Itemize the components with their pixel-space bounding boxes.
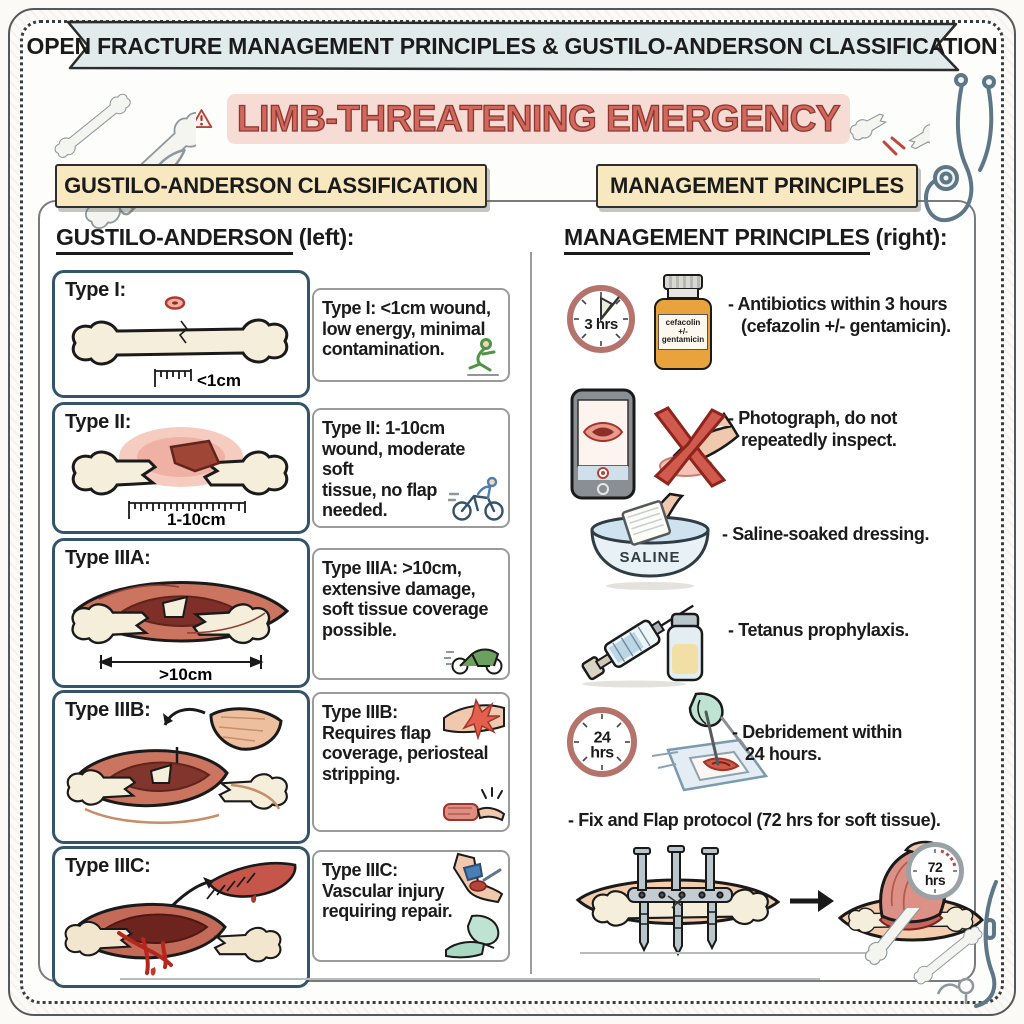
ruler-icon: [128, 501, 246, 519]
gloved-hands-icon: [445, 914, 500, 959]
warning-row: LIMB-THREATENING EMERGENCY: [190, 88, 850, 150]
title-banner: OPEN FRACTURE MANAGEMENT PRINCIPLES & GU…: [26, 20, 998, 72]
broken-bone-icon: [847, 108, 930, 156]
periosteal-stripping-icon: [443, 787, 506, 822]
type-iiic-label: Type IIIC:: [65, 855, 151, 877]
falling-person-icon: [467, 338, 499, 376]
type-iiib-description: Type IIIB: Requires flap coverage, perio…: [322, 702, 489, 784]
type-iiic-description-card: Type IIIC: Vascular injury requiring rep…: [312, 850, 510, 962]
bottom-stethoscope-icon: [974, 880, 998, 1008]
mg-item-fix-and-flap: - Fix and Flap protocol (72 hrs for soft…: [568, 810, 941, 830]
type-ii-label: Type II:: [65, 411, 132, 433]
ruler-icon: [154, 369, 192, 387]
type-i-bone-illustration: <1cm: [71, 296, 289, 390]
ribbon-shape: [66, 20, 960, 72]
measure-arrow-icon: [98, 655, 264, 669]
do-not-touch-icon: [644, 396, 744, 488]
type-iiib-description-card: Type IIIB: Requires flap coverage, perio…: [312, 692, 510, 832]
type-iiia-measure: >10cm: [159, 665, 212, 681]
page-title: OPEN FRACTURE MANAGEMENT PRINCIPLES & GU…: [26, 32, 998, 59]
type-iiia-label: Type IIIA:: [65, 547, 151, 569]
type-iiic-description: Type IIIC: Vascular injury requiring rep…: [322, 860, 453, 922]
type-ii-description: Type II: 1-10cm wound, moderate soft tis…: [322, 418, 466, 521]
type-i-description: Type I: <1cm wound, low energy, minimal …: [322, 298, 491, 360]
type-iiib-label: Type IIIB:: [65, 699, 151, 721]
mg-item-antibiotics: - Antibiotics within 3 hours (cefazolin …: [728, 294, 951, 336]
right-column-heading: MANAGEMENT PRINCIPLES (right):: [564, 224, 948, 255]
bottom-bones-icon: [860, 908, 986, 1004]
type-iiib-illustration-card: Type IIIB:: [52, 690, 310, 844]
type-i-measure: <1cm: [197, 371, 241, 390]
type-ii-bone-illustration: 1-10cm: [71, 427, 289, 529]
type-ii-illustration-card: Type II: 1-10cm: [52, 402, 310, 534]
warning-triangle-icon: [190, 109, 213, 129]
mg-item-saline: - Saline-soaked dressing.: [722, 524, 930, 544]
type-iiib-flap-illustration: [66, 707, 288, 824]
warning-text: LIMB-THREATENING EMERGENCY: [227, 94, 850, 144]
cyclist-icon: [448, 476, 504, 521]
clock-24hrs-icon: 24 hrs: [566, 706, 638, 778]
mg-item-tetanus: - Tetanus prophylaxis.: [728, 620, 909, 640]
left-column-heading: GUSTILO-ANDERSON (left):: [56, 224, 354, 255]
saline-label: SALINE: [619, 549, 680, 566]
tourniquet-arm-icon: [452, 852, 504, 904]
type-iiic-vascular-illustration: [64, 861, 297, 976]
phone-wound-photo-icon: [570, 388, 636, 500]
clock-72hrs-label: 72 hrs: [924, 858, 946, 889]
type-ii-measure: 1-10cm: [167, 510, 226, 529]
mg-item-photograph: - Photograph, do not repeatedly inspect.: [728, 408, 897, 450]
panel-bottom-sketch-line: [120, 978, 820, 980]
bone-crush-injury-icon: [443, 697, 505, 741]
clock-3hrs-label: 3 hrs: [584, 316, 618, 334]
ground-sketch-line: [580, 952, 880, 954]
right-section-header: MANAGEMENT PRINCIPLES: [596, 164, 918, 208]
type-iiic-illustration-card: Type IIIC:: [52, 846, 310, 988]
left-section-header: GUSTILO-ANDERSON CLASSIFICATION: [55, 164, 487, 208]
type-iiia-description: Type IIIA: >10cm, extensive damage, soft…: [322, 558, 489, 640]
type-iiia-illustration-card: Type IIIA: >10cm: [52, 538, 310, 688]
clock-72hrs-icon: 72 hrs: [906, 842, 964, 900]
clock-24hrs-label: 24 hrs: [590, 729, 614, 762]
type-i-label: Type I:: [65, 279, 126, 301]
mg-item-debridement: - Debridement within 24 hours.: [732, 722, 903, 764]
type-i-description-card: Type I: <1cm wound, low energy, minimal …: [312, 288, 510, 382]
external-fixation-illustration: [572, 844, 784, 970]
column-divider: [530, 252, 532, 974]
arrow-right-icon: [790, 890, 834, 912]
stethoscope-icon: [923, 73, 996, 223]
antibiotic-bottle-icon: cefacolin +/- gentamicin: [652, 274, 714, 374]
syringe-vial-icon: [570, 592, 720, 688]
type-ii-description-card: Type II: 1-10cm wound, moderate soft tis…: [312, 408, 510, 528]
saline-bowl-icon: SALINE: [584, 492, 720, 596]
clock-3hrs-icon: 3 hrs: [566, 284, 636, 354]
type-iiia-description-card: Type IIIA: >10cm, extensive damage, soft…: [312, 548, 510, 680]
type-iiia-wound-illustration: >10cm: [71, 581, 290, 681]
motorcycle-icon: [444, 648, 503, 675]
debridement-icon: [648, 692, 774, 808]
bottle-label: cefacolin +/- gentamicin: [658, 314, 708, 350]
type-i-illustration-card: Type I: <1cm: [52, 270, 310, 398]
